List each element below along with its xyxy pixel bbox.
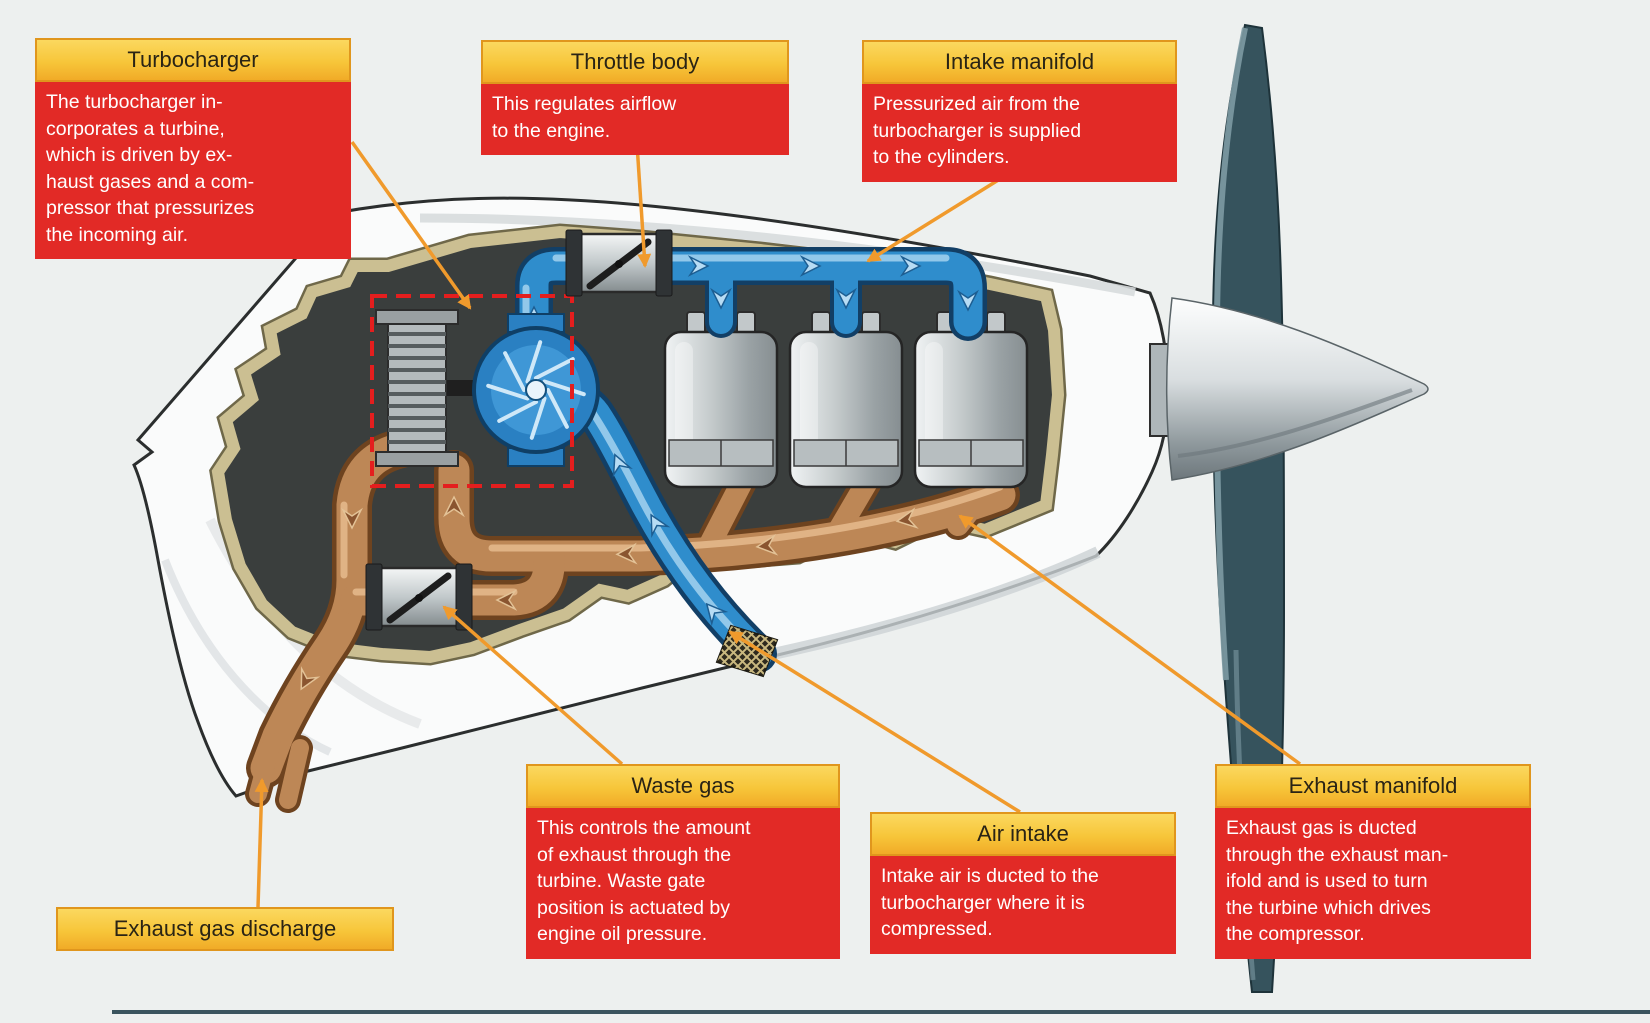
- callout-air-intake-body: Intake air is ducted to the turbocharger…: [870, 856, 1176, 954]
- leader-line-throttle-body: [635, 143, 652, 268]
- callout-intake-manifold: Intake manifold Pressurized air from the…: [862, 40, 1177, 182]
- throttle-valve: [565, 229, 673, 297]
- callout-intake-manifold-body: Pressurized air from the turbocharger is…: [862, 84, 1177, 182]
- callout-waste-gas: Waste gas This controls the amount of ex…: [526, 764, 840, 959]
- callout-air-intake-title: Air intake: [870, 812, 1176, 856]
- callout-throttle-body: Throttle body This regulates airflow to …: [481, 40, 789, 156]
- callout-waste-gas-title: Waste gas: [526, 764, 840, 808]
- turbocharger-boundary-box: [370, 294, 574, 488]
- leader-line-intake-manifold: [866, 172, 1009, 263]
- callout-turbocharger-title: Turbocharger: [35, 38, 351, 82]
- bottom-rule: [112, 1010, 1650, 1014]
- engine-cylinders: [663, 311, 1029, 489]
- leader-line-turbocharger: [350, 140, 472, 310]
- waste-gate-valve: [365, 563, 473, 631]
- callout-exhaust-manifold-title: Exhaust manifold: [1215, 764, 1531, 808]
- callout-turbocharger-body: The turbocharger in- corporates a turbin…: [35, 82, 351, 260]
- callout-throttle-body-title: Throttle body: [481, 40, 789, 84]
- cylinder: [913, 311, 1029, 489]
- spinner-cone: [1166, 297, 1429, 481]
- compressor-housing: [472, 313, 600, 467]
- callout-exhaust-manifold-body: Exhaust gas is ducted through the exhaus…: [1215, 808, 1531, 959]
- callout-exhaust-gas-discharge: Exhaust gas discharge: [56, 907, 394, 951]
- leader-line-waste-gas: [442, 605, 624, 766]
- turbine-wheel: [375, 309, 459, 467]
- leader-line-exhaust-manifold: [958, 514, 1302, 766]
- callout-throttle-body-body: This regulates airflow to the engine.: [481, 84, 789, 156]
- leader-lines: [254, 140, 1302, 908]
- callout-exhaust-manifold: Exhaust manifold Exhaust gas is ducted t…: [1215, 764, 1531, 959]
- callout-waste-gas-body: This controls the amount of exhaust thro…: [526, 808, 840, 959]
- callout-air-intake: Air intake Intake air is ducted to the t…: [870, 812, 1176, 954]
- callout-exhaust-gas-discharge-title: Exhaust gas discharge: [56, 907, 394, 951]
- cylinder: [663, 311, 779, 489]
- turbocharger-assembly: [370, 294, 600, 488]
- callout-turbocharger: Turbocharger The turbocharger in- corpor…: [35, 38, 351, 260]
- cylinder: [788, 311, 904, 489]
- callout-intake-manifold-title: Intake manifold: [862, 40, 1177, 84]
- leader-line-air-intake: [728, 630, 1021, 814]
- exhaust-piping: [245, 428, 1020, 813]
- leader-line-exhaust-discharge: [254, 778, 269, 908]
